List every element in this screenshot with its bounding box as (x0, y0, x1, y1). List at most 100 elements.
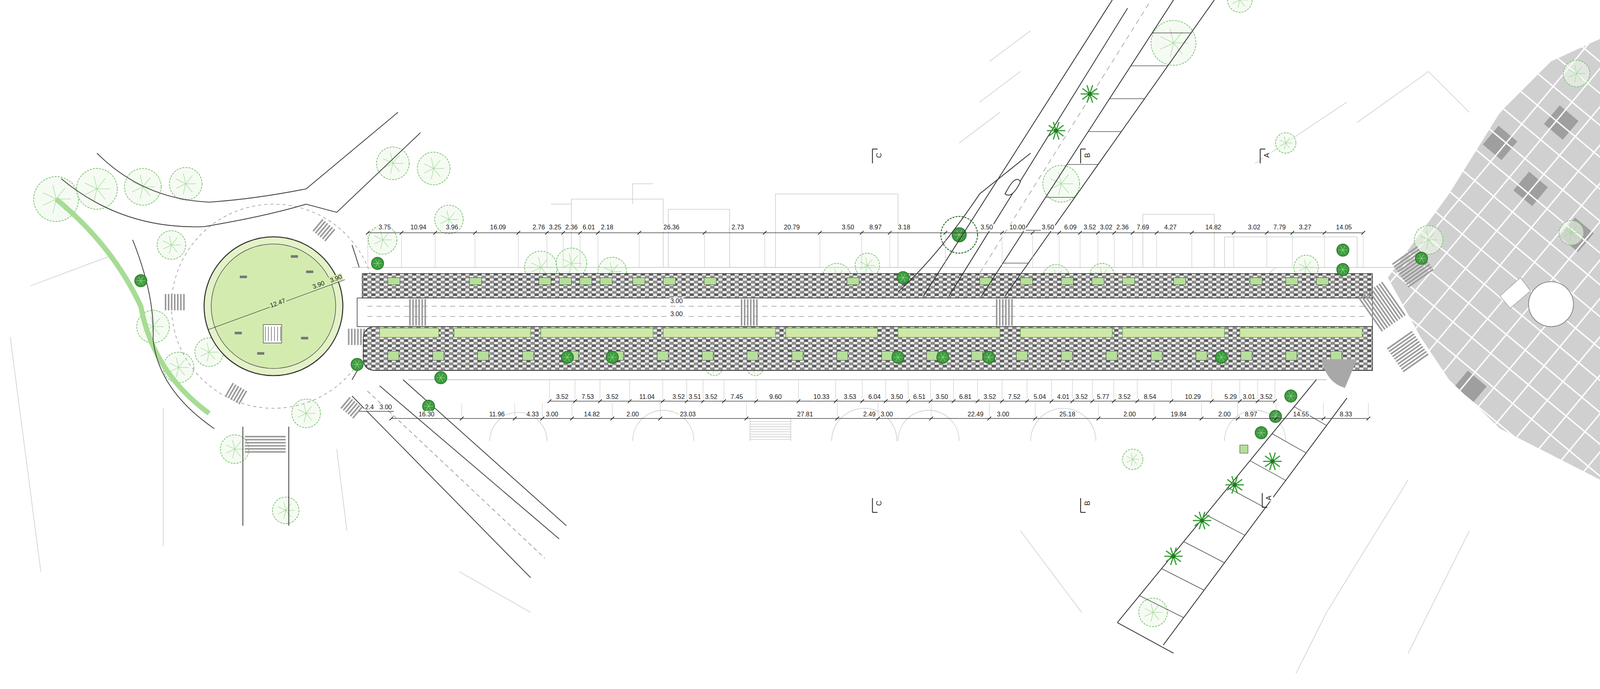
extension-line (1368, 403, 1369, 417)
tree-mark (1219, 357, 1222, 361)
dimension-tick (512, 416, 517, 421)
road-edge (379, 385, 559, 539)
tree-canopy (157, 230, 186, 260)
tree-mark (1271, 416, 1276, 417)
dimension-label: 8.97 (868, 224, 883, 232)
tree-branch (1284, 143, 1286, 150)
street-centerline (965, 0, 1152, 296)
tree-mark (959, 234, 965, 235)
block-line (1502, 170, 1600, 689)
sidewalk-planter (1249, 277, 1263, 285)
extension-line (599, 379, 601, 399)
tree-branch (1239, 0, 1246, 1)
extension-line (1113, 379, 1114, 399)
street-edge (1117, 622, 1174, 653)
crosswalk (340, 396, 363, 419)
dimension-label: 10.29 (1184, 393, 1202, 401)
tree-branch (531, 267, 541, 273)
tree-mark (1421, 258, 1424, 262)
section-cut-tick (872, 148, 878, 150)
tree-branch (1061, 183, 1069, 194)
tree-crown (1415, 251, 1428, 265)
tree-branch (1173, 31, 1183, 44)
tree-branch (1420, 239, 1429, 244)
dimension-label: 3.52 (982, 393, 997, 401)
tree-canopy (1559, 220, 1584, 246)
tree-branch (1571, 226, 1577, 233)
paving-joint (1003, 263, 1029, 264)
context-line (668, 209, 730, 268)
sidewalk-planter (579, 277, 592, 285)
block-line (1389, 76, 1600, 689)
dimension-tick (596, 230, 600, 235)
tree-branch (612, 271, 622, 272)
block-line (1427, 107, 1600, 689)
tree-branch (297, 413, 307, 418)
dimension-tick (433, 230, 437, 235)
tree-branch (97, 178, 106, 189)
extension-line (1324, 234, 1325, 268)
road-edge (402, 379, 567, 526)
crosswalk-stripe (1380, 281, 1406, 317)
planting-strip (663, 328, 776, 338)
tree-mark (140, 280, 143, 285)
tree-symbol (891, 350, 904, 364)
tree-symbol (606, 350, 619, 364)
dimension-label: 14.82 (1204, 224, 1223, 232)
tree-mark (426, 402, 429, 407)
section-marker-letter: B (1083, 151, 1092, 159)
tree-symbol (1284, 389, 1297, 403)
tree-branch (531, 262, 541, 268)
block-line (1405, 0, 1600, 263)
dimension-tick (883, 399, 888, 403)
tree-branch (569, 263, 572, 273)
crosswalk-stripe (1005, 299, 1007, 326)
trees (33, 0, 1590, 627)
tree-canopy (1227, 0, 1253, 13)
tree-branch (1576, 66, 1583, 74)
tree-mark (436, 377, 441, 378)
crosswalk (1386, 330, 1429, 372)
tree-mark (954, 234, 960, 235)
palm-trunk (1054, 128, 1059, 133)
tree-branch (163, 244, 172, 249)
extension-line (945, 234, 946, 268)
dimension-tick (1366, 416, 1371, 421)
section-marker-letter: C (875, 151, 884, 159)
dimension-tick (796, 399, 801, 403)
dimension-label: 3.96 (445, 224, 460, 232)
tree-mark (1219, 353, 1222, 357)
tree-branch (143, 177, 151, 187)
tree-mark (940, 357, 943, 361)
tree-branch (232, 440, 235, 450)
tree-mark (373, 263, 378, 264)
sidewalk-planter (1122, 277, 1135, 285)
tree-branch (1569, 232, 1572, 241)
palm-trunk (1270, 459, 1275, 464)
tree-branch (1050, 183, 1062, 189)
tree-mark (1261, 429, 1264, 433)
dimension-label: 3.52 (1259, 393, 1274, 401)
crosswalk (164, 293, 185, 311)
dimension-label: 7.53 (580, 393, 595, 401)
context-line (989, 30, 1031, 62)
tree-outline (169, 167, 203, 201)
tree-branch (56, 187, 66, 200)
tree-branch (1058, 183, 1062, 196)
tree-canopy (417, 152, 451, 185)
crosswalk-stripe (244, 441, 286, 444)
tree-mark (893, 356, 899, 358)
block-line (1044, 173, 1600, 689)
tree-mark (428, 402, 431, 407)
context-line (1030, 408, 1097, 441)
tree-mark (375, 263, 378, 267)
tree-branch (1132, 459, 1137, 465)
paving-joint (1066, 164, 1099, 165)
tree-mark (986, 357, 989, 361)
dimension-label: 3.50 (890, 393, 904, 401)
dark-block (1452, 370, 1487, 405)
dimension-label: 8.33 (1338, 410, 1353, 418)
tree-branch (610, 262, 613, 272)
extension-line (837, 403, 838, 417)
tree-outline (1043, 165, 1080, 203)
